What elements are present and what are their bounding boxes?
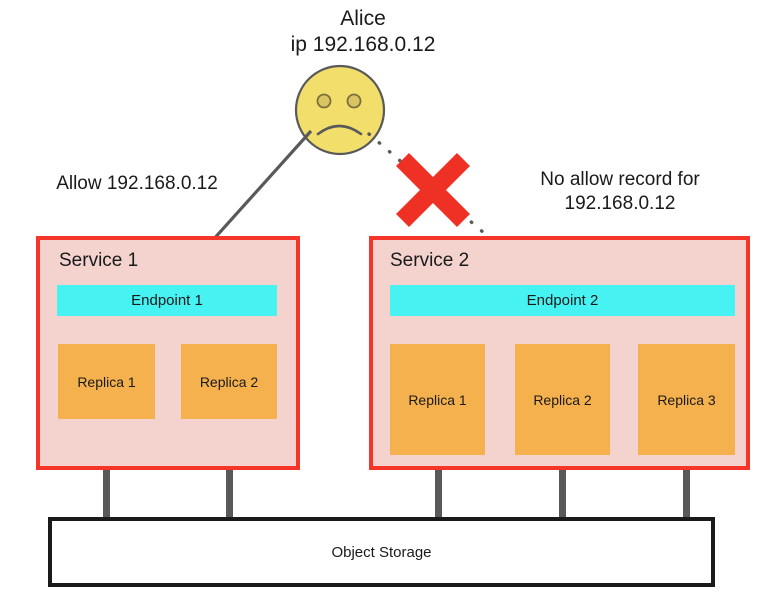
endpoint-1[interactable]: Endpoint 1 (57, 285, 277, 316)
deny-annotation-label-line2: 192.168.0.12 (564, 193, 676, 214)
object-storage-box[interactable]: Object Storage (48, 517, 715, 587)
service-2-replica-1[interactable]: Replica 1 (390, 344, 485, 455)
deny-annotation-label-line1: No allow record for (540, 169, 700, 190)
connector-s2-replica1-storage (435, 453, 442, 519)
service-1-title: Service 1 (59, 250, 139, 271)
service-1-replica-1[interactable]: Replica 1 (58, 344, 155, 419)
actor-name-label: Alice (340, 7, 386, 30)
service-2-replica-3[interactable]: Replica 3 (638, 344, 735, 455)
sad-face-icon (294, 64, 386, 156)
red-cross-icon (396, 153, 470, 227)
service-2-title: Service 2 (390, 250, 470, 271)
endpoint-2[interactable]: Endpoint 2 (390, 285, 735, 316)
connector-s2-replica2-storage (559, 453, 566, 519)
service-1-replica-2[interactable]: Replica 2 (181, 344, 277, 419)
connector-s2-replica3-storage (683, 453, 690, 519)
service-2-replica-2[interactable]: Replica 2 (515, 344, 610, 455)
actor-ip-label: ip 192.168.0.12 (290, 33, 436, 56)
allow-annotation-label: Allow 192.168.0.12 (56, 173, 218, 194)
